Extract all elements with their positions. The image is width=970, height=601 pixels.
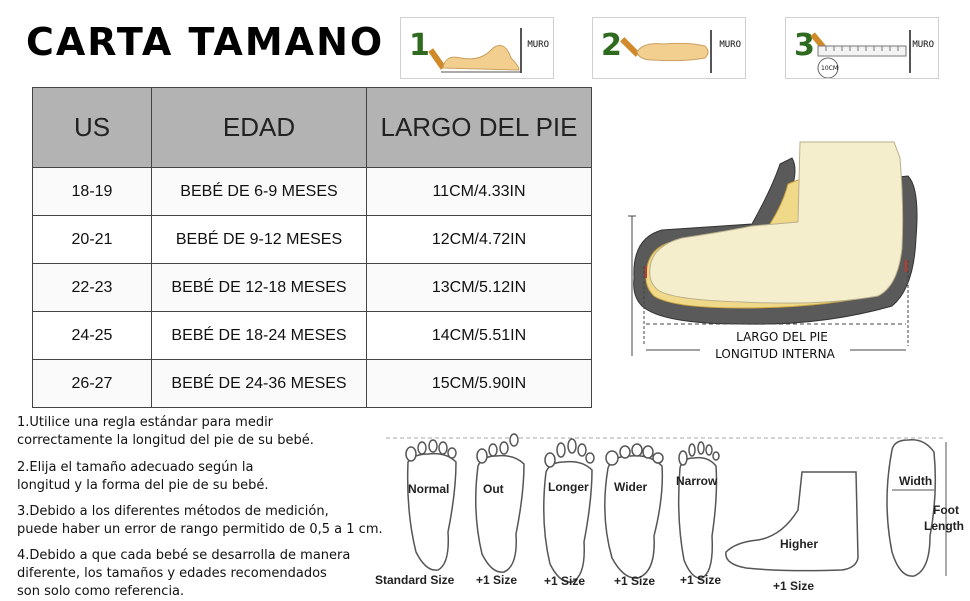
header-us: US bbox=[32, 87, 152, 168]
size-table: US EDAD LARGO DEL PIE 18-19 BEBÉ DE 6-9 … bbox=[32, 87, 592, 408]
step-number: 3 bbox=[794, 28, 815, 63]
cell-largo: 13CM/5.12IN bbox=[366, 263, 592, 312]
table-row: 24-25 BEBÉ DE 18-24 MESES 14CM/5.51IN bbox=[32, 311, 592, 360]
caption-wider-size: +1 Size bbox=[614, 574, 656, 588]
foot-measure-icon bbox=[620, 30, 712, 73]
cell-us: 20-21 bbox=[32, 215, 152, 264]
foot-label-out: Out bbox=[483, 482, 504, 496]
foot-label-wider: Wider bbox=[614, 480, 648, 494]
caption-longer-size: +1 Size bbox=[544, 574, 586, 588]
foot-length-label: LARGO DEL PIE bbox=[712, 330, 852, 344]
foot-label-longer: Longer bbox=[548, 480, 589, 494]
caption-higher-size: +1 Size bbox=[773, 579, 815, 593]
foot-label-foot: Foot bbox=[933, 503, 959, 517]
table-header-row: US EDAD LARGO DEL PIE bbox=[32, 87, 592, 168]
cell-largo: 12CM/4.72IN bbox=[366, 215, 592, 264]
caption-out-size: +1 Size bbox=[476, 573, 518, 587]
table-row: 26-27 BEBÉ DE 24-36 MESES 15CM/5.90IN bbox=[32, 359, 592, 408]
step-number: 1 bbox=[409, 28, 430, 63]
foot-label-normal: Normal bbox=[408, 482, 450, 496]
cell-edad: BEBÉ DE 12-18 MESES bbox=[151, 263, 367, 312]
cell-edad: BEBÉ DE 24-36 MESES bbox=[151, 359, 367, 408]
foot-shapes-diagram bbox=[386, 433, 947, 583]
cell-us: 24-25 bbox=[32, 311, 152, 360]
step-1-box: 1 MURO bbox=[400, 17, 554, 79]
header-edad: EDAD bbox=[151, 87, 367, 168]
cell-largo: 11CM/4.33IN bbox=[366, 167, 592, 216]
cell-largo: 15CM/5.90IN bbox=[366, 359, 592, 408]
table-row: 20-21 BEBÉ DE 9-12 MESES 12CM/4.72IN bbox=[32, 215, 592, 264]
note-4: 4.Debido a que cada bebé se desarrolla d… bbox=[17, 548, 351, 599]
step-number: 2 bbox=[601, 28, 622, 63]
table-row: 22-23 BEBÉ DE 12-18 MESES 13CM/5.12IN bbox=[32, 263, 592, 312]
foot-label-higher: Higher bbox=[780, 537, 819, 551]
cell-us: 26-27 bbox=[32, 359, 152, 408]
caption-standard-size: Standard Size bbox=[375, 573, 455, 587]
shoe-length-illustration bbox=[628, 141, 918, 356]
note-2: 2.Elija el tamaño adecuado según la long… bbox=[17, 460, 269, 493]
page-title: CARTA TAMANO bbox=[26, 20, 385, 64]
cell-largo: 14CM/5.51IN bbox=[366, 311, 592, 360]
foot-label-narrow: Narrow bbox=[676, 474, 718, 488]
wall-label: MURO bbox=[527, 40, 549, 50]
caption-narrow-size: +1 Size bbox=[680, 573, 722, 587]
note-3: 3.Debido a los diferentes métodos de med… bbox=[17, 504, 383, 537]
note-1: 1.Utilice una regla estándar para medir … bbox=[17, 415, 314, 448]
inner-length-label: LONGITUD INTERNA bbox=[700, 347, 850, 361]
ruler-mark-label: 10CM bbox=[821, 65, 839, 72]
step-3-box: 3 10CM MURO bbox=[785, 17, 939, 79]
foot-measure-icon bbox=[428, 28, 522, 73]
header-largo: LARGO DEL PIE bbox=[366, 87, 592, 168]
wall-label: MURO bbox=[912, 40, 934, 50]
cell-us: 18-19 bbox=[32, 167, 152, 216]
cell-edad: BEBÉ DE 6-9 MESES bbox=[151, 167, 367, 216]
step-2-box: 2 MURO bbox=[592, 17, 746, 79]
table-row: 18-19 BEBÉ DE 6-9 MESES 11CM/4.33IN bbox=[32, 167, 592, 216]
cell-us: 22-23 bbox=[32, 263, 152, 312]
foot-label-length: Length bbox=[924, 519, 964, 533]
foot-label-width: Width bbox=[899, 474, 933, 488]
cell-edad: BEBÉ DE 9-12 MESES bbox=[151, 215, 367, 264]
wall-label: MURO bbox=[719, 40, 741, 50]
ruler-icon bbox=[810, 30, 911, 78]
cell-edad: BEBÉ DE 18-24 MESES bbox=[151, 311, 367, 360]
